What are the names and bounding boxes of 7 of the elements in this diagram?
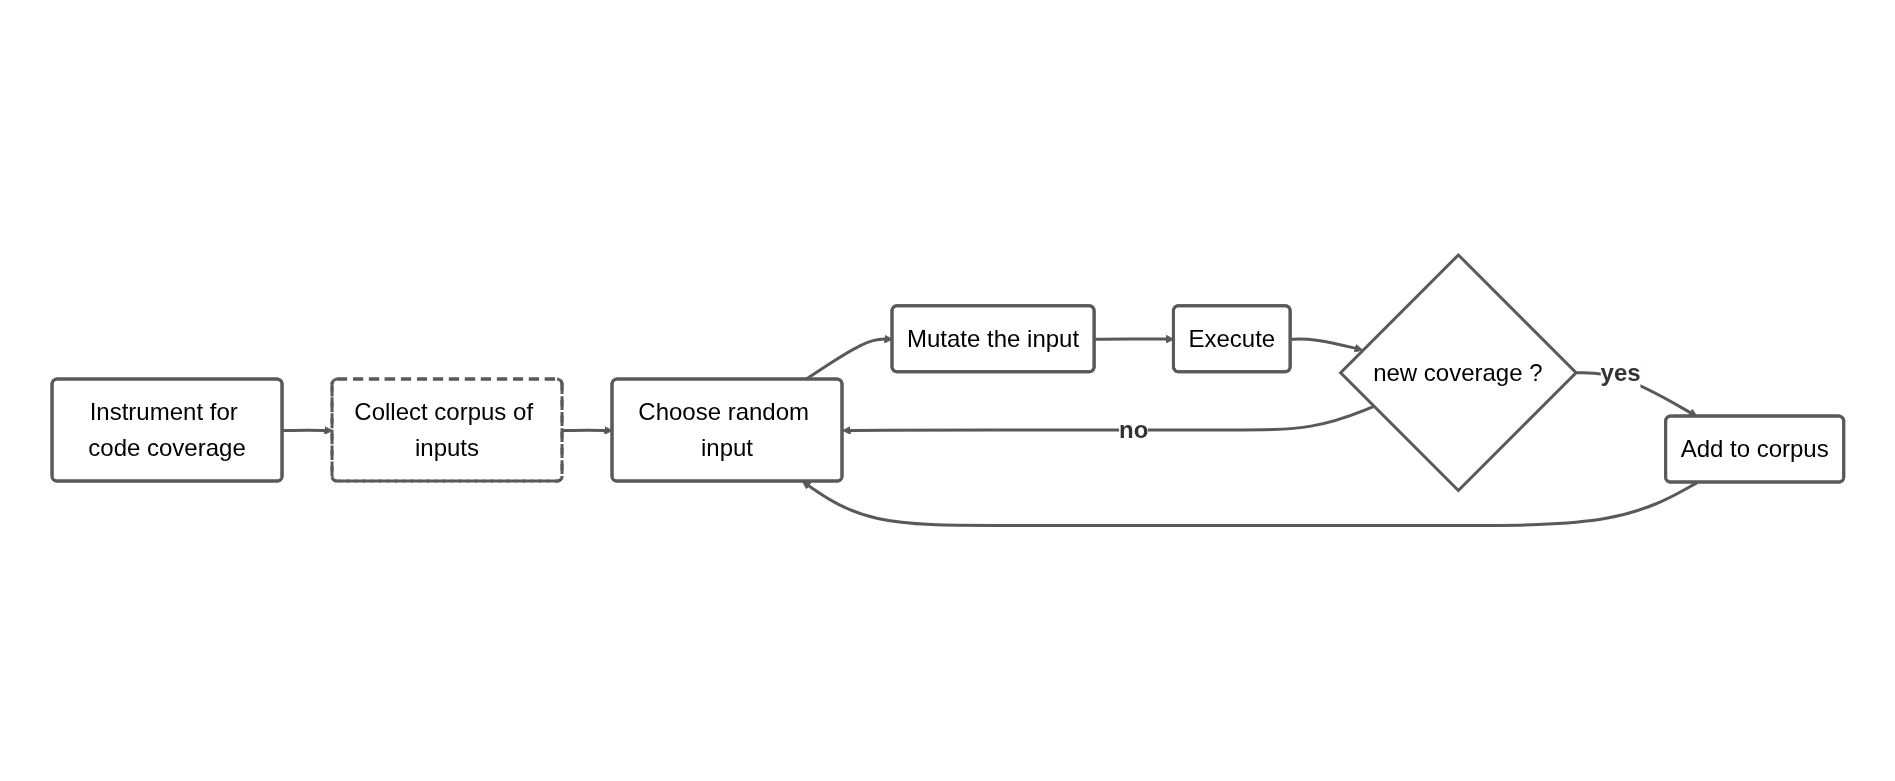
arrow [801,481,1698,528]
node-diamond: new coverage ? [1338,253,1578,493]
edge-label: yes [1600,359,1641,386]
arrow [1290,337,1363,353]
arrow [841,405,1375,436]
arrow [1094,335,1174,344]
edge-label: no [1118,416,1149,444]
